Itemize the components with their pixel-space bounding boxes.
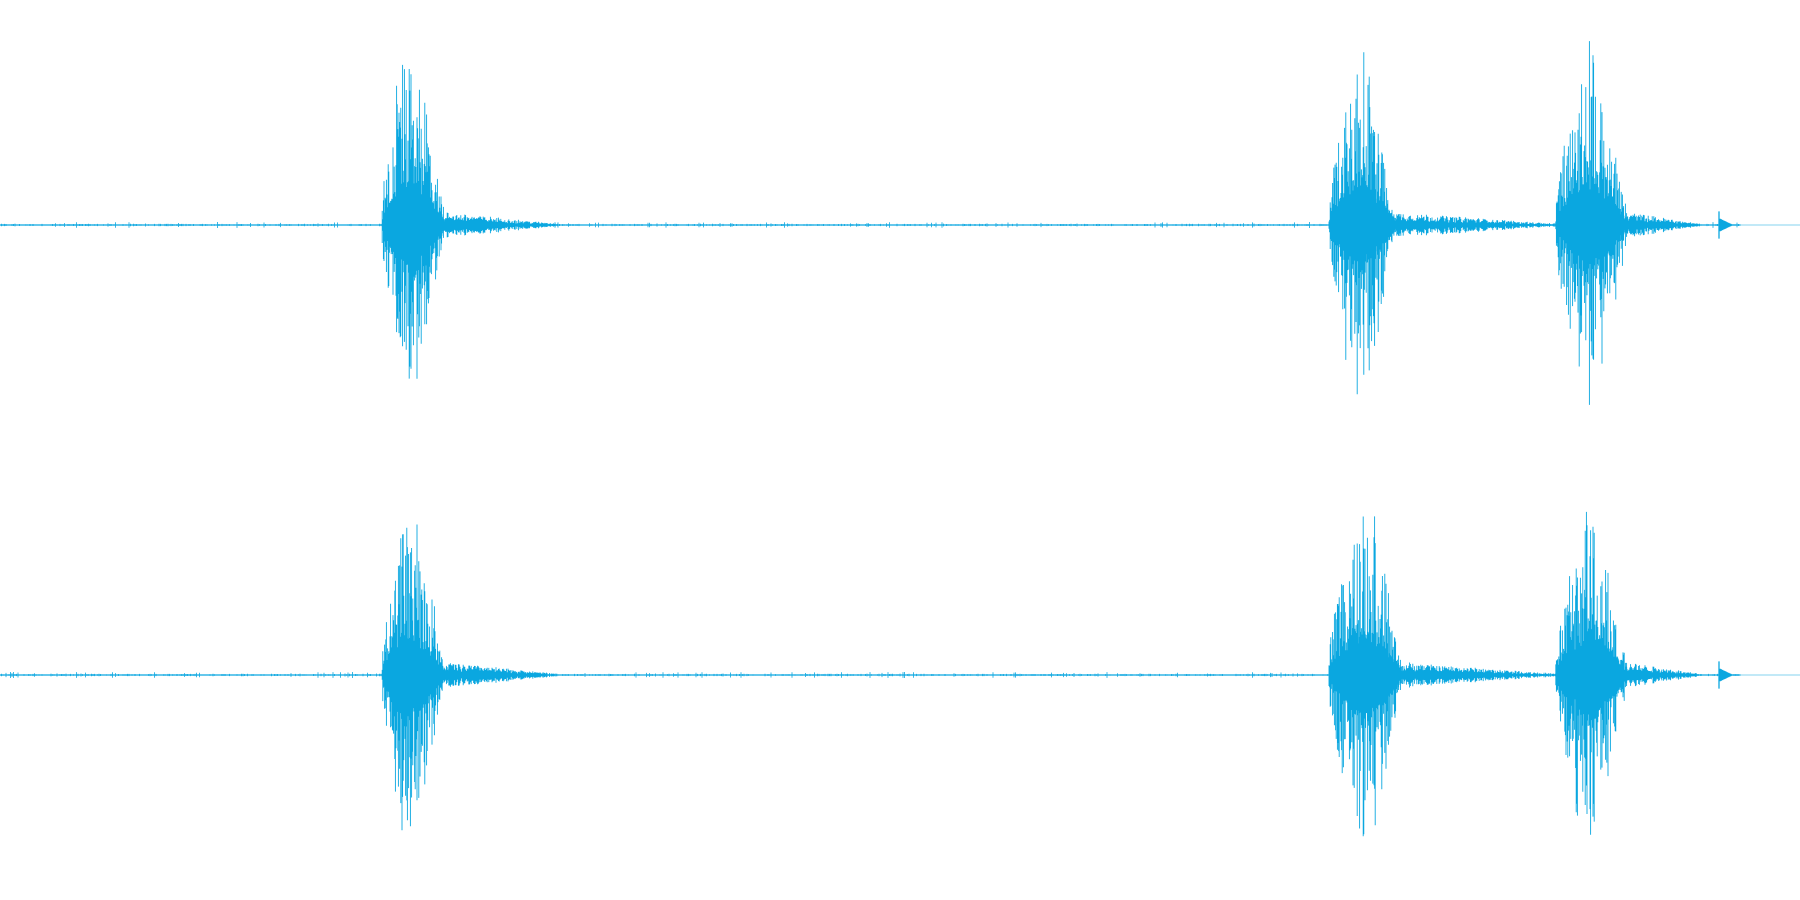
waveform-burst-1: [381, 64, 559, 379]
waveform-burst-2: [1328, 52, 1558, 395]
waveform-channel-bottom: [0, 511, 1800, 837]
waveform-burst-2: [1328, 516, 1558, 837]
waveform-burst-3: [1555, 41, 1702, 405]
waveform-burst-3: [1555, 511, 1702, 835]
waveform-click-1: [1718, 661, 1733, 689]
waveform-channel-top: [0, 41, 1800, 405]
waveform-click-1: [1718, 211, 1733, 239]
waveform-burst-1: [381, 524, 559, 831]
